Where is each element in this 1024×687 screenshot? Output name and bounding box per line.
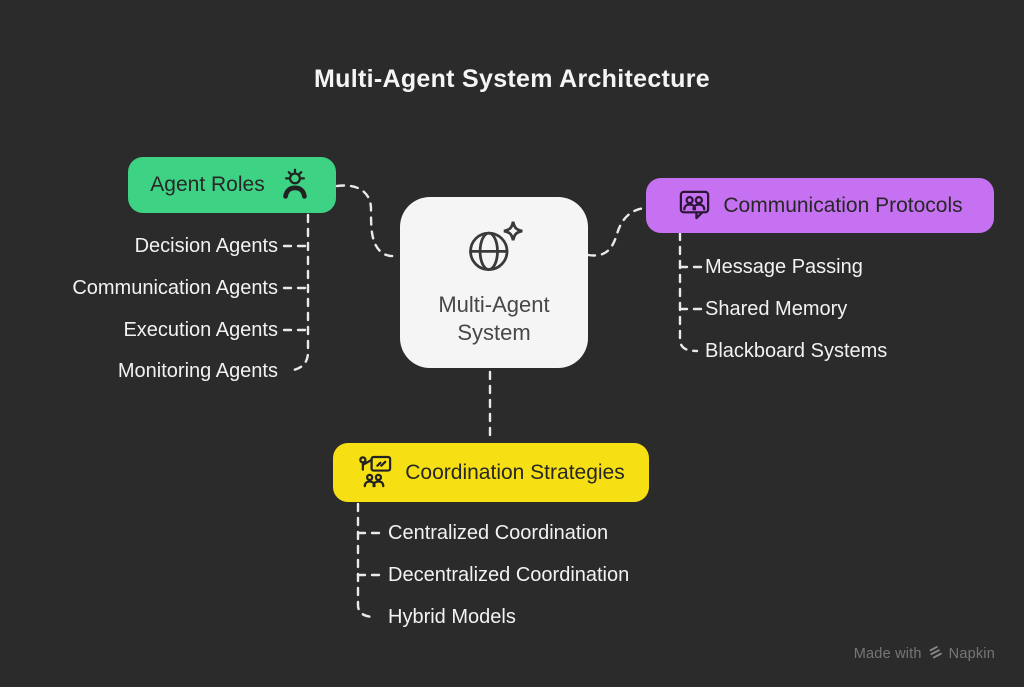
connector-green-to-center <box>335 184 400 258</box>
list-item: Hybrid Models <box>388 606 516 628</box>
connector-left-spine <box>287 213 310 373</box>
branch-communication-protocols-label: Communication Protocols <box>723 193 963 217</box>
connector-bottom-spine <box>356 502 377 619</box>
list-item: Monitoring Agents <box>117 360 278 382</box>
globe-sparkle-icon <box>461 218 527 281</box>
list-item: Execution Agents <box>123 319 278 341</box>
list-item: Shared Memory <box>705 298 848 320</box>
branch-communication-protocols: Communication Protocols <box>646 178 994 233</box>
branch-coordination-strategies: Coordination Strategies <box>333 443 649 502</box>
connector-right-spine <box>678 231 699 353</box>
presenter-board-audience-icon <box>357 455 394 490</box>
branch-coordination-strategies-label: Coordination Strategies <box>405 460 625 484</box>
center-node-label: Multi-Agent System <box>438 291 550 345</box>
watermark-prefix: Made with <box>853 646 922 662</box>
napkin-logo-icon <box>928 645 943 663</box>
list-item: Communication Agents <box>72 277 278 299</box>
list-item: Message Passing <box>705 256 863 278</box>
list-item: Centralized Coordination <box>388 522 609 544</box>
list-item: Decentralized Coordination <box>388 564 630 586</box>
people-speech-bubble-icon <box>677 188 712 223</box>
list-item: Blackboard Systems <box>705 340 888 362</box>
center-node: Multi-Agent System <box>400 197 588 368</box>
list-item: Decision Agents <box>134 235 278 257</box>
connector-center-to-purple <box>586 206 648 257</box>
watermark-brand: Napkin <box>948 646 995 662</box>
page-title: Multi-Agent System Architecture <box>314 65 710 93</box>
branch-agent-roles-label: Agent Roles <box>150 173 265 196</box>
branch-agent-roles: Agent Roles <box>128 157 336 213</box>
watermark: Made with Napkin <box>854 645 995 663</box>
agent-gear-handset-icon <box>276 168 314 202</box>
